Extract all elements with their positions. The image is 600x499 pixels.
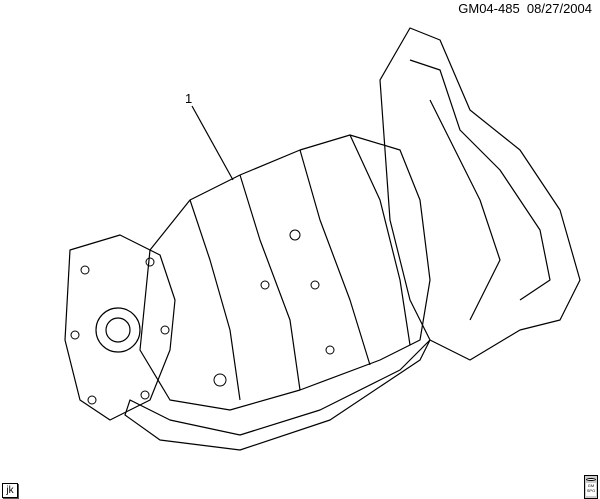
gm-spo-badge-icon: GM SPO	[584, 475, 598, 499]
extension-housing	[64, 234, 176, 421]
figure-date: 08/27/2004	[526, 1, 592, 16]
case-seam	[349, 134, 411, 346]
callout-leader-line	[191, 105, 234, 181]
bell-housing	[379, 27, 581, 361]
case-seam	[239, 174, 301, 391]
callout-label: 1	[185, 91, 193, 106]
case-seam	[189, 199, 241, 401]
figure-id: GM04-485	[458, 1, 520, 16]
output-shaft-spline	[105, 317, 131, 343]
oil-pan	[124, 339, 431, 451]
bell-housing-rib	[429, 99, 501, 321]
case-seam	[299, 149, 371, 366]
badge-text: GM SPO	[586, 483, 596, 496]
bolt-holes	[70, 229, 335, 405]
author-initials-box: jk	[2, 483, 18, 498]
bell-housing-rib	[409, 59, 551, 301]
figure-header: GM04-485 08/27/2004	[458, 1, 592, 16]
main-case	[139, 134, 431, 411]
output-shaft-bore	[95, 307, 141, 353]
